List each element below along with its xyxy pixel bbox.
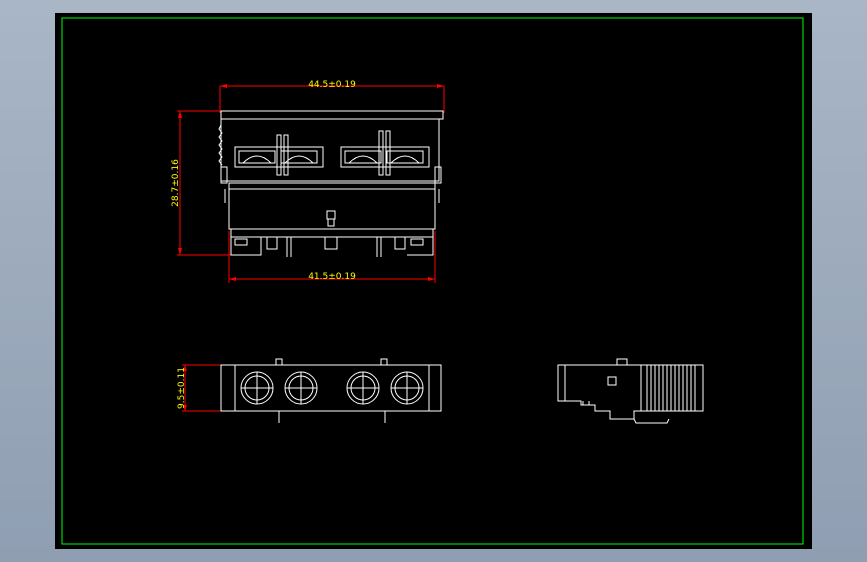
terminal-screw xyxy=(390,371,424,405)
terminal-screw xyxy=(346,371,380,405)
front-view: 44.5±0.19 28.7±0.16 41.5±0.19 xyxy=(171,80,445,283)
left-height-label: 28.7±0.16 xyxy=(171,159,181,207)
top-width-label: 44.5±0.19 xyxy=(308,80,356,90)
side-height-label: 9.5±0.11 xyxy=(177,367,187,409)
bottom-width-label: 41.5±0.19 xyxy=(308,272,356,282)
heat-sink-fins xyxy=(646,365,696,411)
side-view xyxy=(557,358,704,424)
terminal-screw xyxy=(240,371,274,405)
top-width-dimension: 44.5±0.19 xyxy=(219,80,445,113)
bottom-width-dimension: 41.5±0.19 xyxy=(228,231,436,283)
side-height-dimension: 9.5±0.11 xyxy=(177,364,221,412)
drawing-frame xyxy=(61,17,804,545)
cad-drawing: 44.5±0.19 28.7±0.16 41.5±0.19 xyxy=(61,17,804,545)
left-height-dimension: 28.7±0.16 xyxy=(171,110,233,256)
drawing-sheet: 44.5±0.19 28.7±0.16 41.5±0.19 xyxy=(55,13,812,549)
bottom-view: 9.5±0.11 xyxy=(177,358,442,423)
terminal-screw xyxy=(284,371,318,405)
